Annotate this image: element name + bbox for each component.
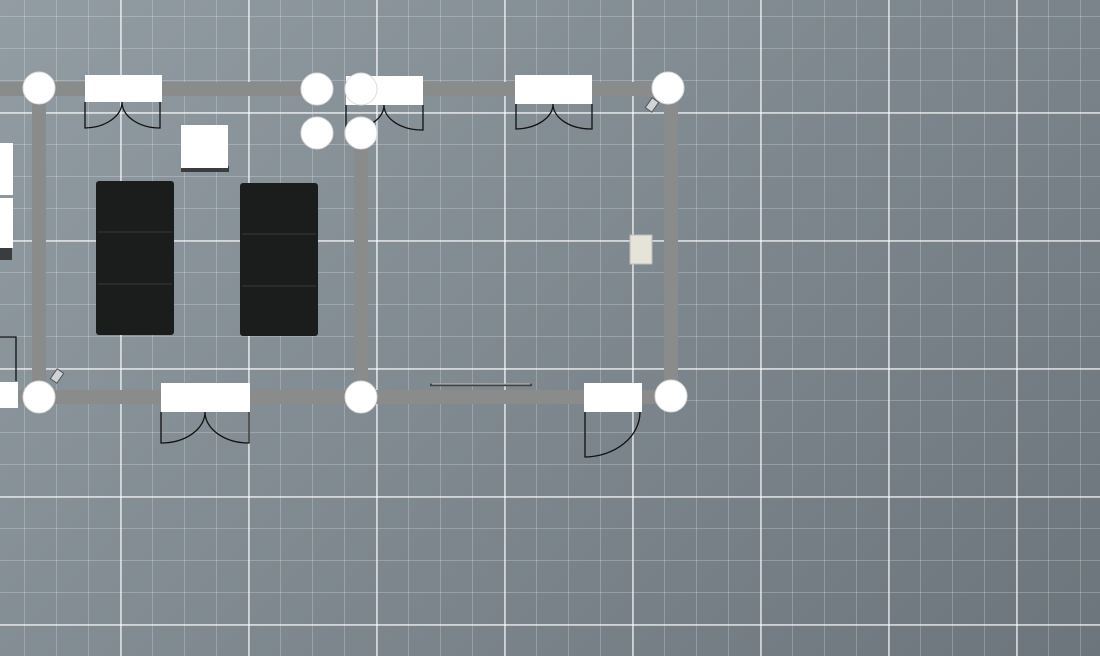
wall-node-inner-right[interactable]: [344, 116, 378, 150]
dark-furniture-right[interactable]: [240, 183, 318, 336]
marker-pin-top[interactable]: [644, 97, 660, 113]
wall-node-top-middle-left[interactable]: [300, 72, 334, 106]
wall-node-top-right[interactable]: [651, 71, 685, 105]
wall-node-bottom-left[interactable]: [22, 380, 56, 414]
wall-nodes: [22, 71, 688, 414]
left-edge-objects[interactable]: [0, 143, 18, 408]
double-door-top-right[interactable]: [515, 75, 593, 130]
wall-node-bottom-right[interactable]: [654, 379, 688, 413]
double-door-top-left[interactable]: [84, 75, 162, 129]
wall-node-top-left[interactable]: [22, 71, 56, 105]
floor-cable[interactable]: [430, 383, 532, 387]
single-door-bottom-right[interactable]: [584, 383, 642, 458]
wall-node-inner-left[interactable]: [300, 116, 334, 150]
white-box-object[interactable]: [181, 125, 229, 172]
double-door-bottom[interactable]: [160, 383, 250, 444]
dark-furniture-left[interactable]: [96, 181, 174, 335]
wall-node-bottom-middle[interactable]: [344, 380, 378, 414]
wall-node-top-middle-right[interactable]: [344, 72, 378, 106]
wall-right[interactable]: [664, 88, 678, 398]
marker-pin-bottom[interactable]: [49, 368, 65, 384]
wall-middle[interactable]: [354, 132, 368, 398]
wall-left[interactable]: [32, 88, 46, 398]
wall-bottom[interactable]: [0, 390, 672, 404]
wall-fixture[interactable]: [629, 234, 653, 265]
